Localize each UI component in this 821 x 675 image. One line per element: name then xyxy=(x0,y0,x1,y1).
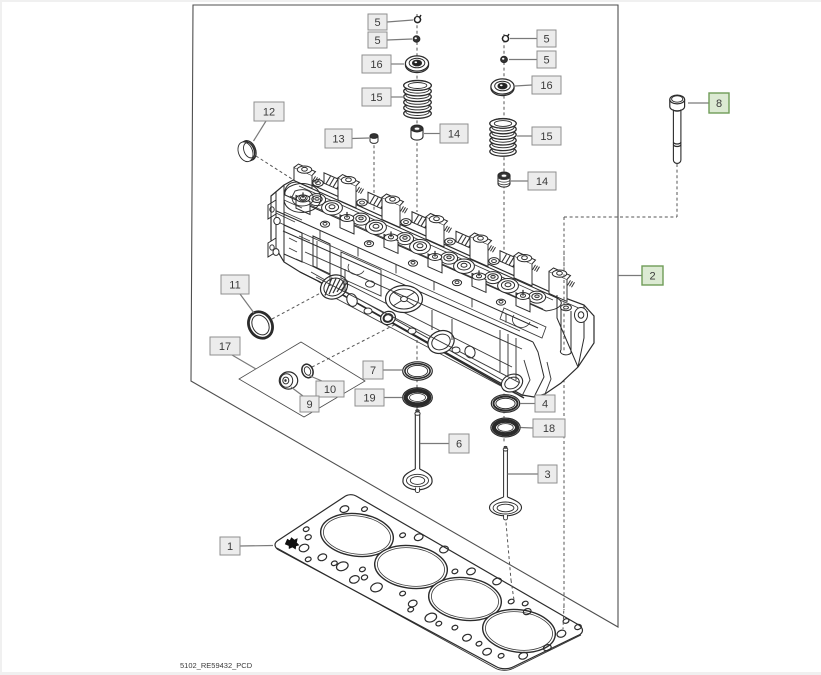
svg-text:4: 4 xyxy=(542,399,548,411)
svg-text:5: 5 xyxy=(374,35,380,47)
svg-text:15: 15 xyxy=(370,92,382,104)
svg-text:13: 13 xyxy=(332,134,344,146)
svg-text:12: 12 xyxy=(263,107,275,119)
svg-text:3: 3 xyxy=(544,469,550,481)
svg-text:2: 2 xyxy=(649,271,655,283)
svg-text:5: 5 xyxy=(374,17,380,29)
svg-text:7: 7 xyxy=(370,365,376,377)
svg-text:5: 5 xyxy=(543,34,549,46)
svg-text:11: 11 xyxy=(229,280,240,292)
svg-text:17: 17 xyxy=(219,341,231,353)
svg-text:5: 5 xyxy=(543,55,549,67)
svg-text:14: 14 xyxy=(536,176,548,188)
svg-text:16: 16 xyxy=(370,59,382,71)
svg-text:6: 6 xyxy=(456,439,462,451)
svg-text:9: 9 xyxy=(306,399,312,411)
svg-text:8: 8 xyxy=(716,98,722,110)
svg-text:18: 18 xyxy=(543,423,555,435)
svg-text:1: 1 xyxy=(227,541,233,553)
svg-text:10: 10 xyxy=(324,384,336,396)
svg-text:14: 14 xyxy=(448,129,460,141)
svg-text:15: 15 xyxy=(540,131,552,143)
svg-text:19: 19 xyxy=(363,393,375,405)
svg-text:16: 16 xyxy=(540,80,552,92)
svg-text:5102_RE59432_PCD: 5102_RE59432_PCD xyxy=(180,661,253,670)
